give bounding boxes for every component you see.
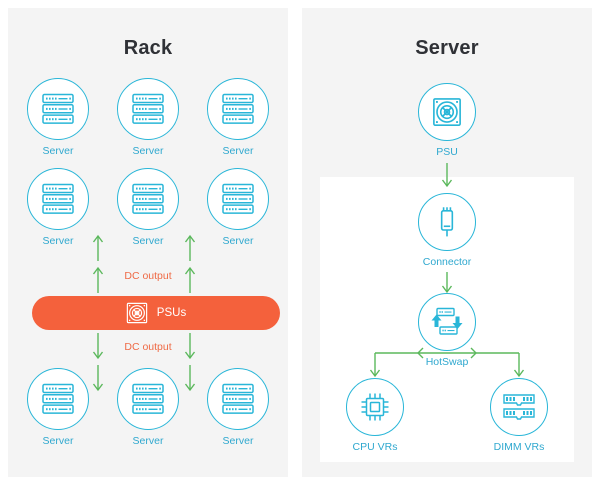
psu-circle <box>418 83 476 141</box>
server-circle <box>207 78 269 140</box>
dimm-circle <box>490 378 548 436</box>
server-rack-icon <box>42 383 74 414</box>
node-label: Server <box>132 435 164 447</box>
node-label: PSU <box>436 146 458 158</box>
rack-server-node[interactable]: Server <box>23 368 93 447</box>
server-circle <box>117 78 179 140</box>
server-panel: Server PSU <box>302 8 592 477</box>
server-rack-icon <box>222 383 254 414</box>
server-rack-icon <box>222 93 254 124</box>
rack-panel: Rack <box>8 8 288 477</box>
page-title-server: Server <box>415 37 479 59</box>
hotswap-icon <box>431 307 463 335</box>
server-node-hotswap[interactable]: HotSwap <box>405 293 489 368</box>
server-rack-icon <box>132 93 164 124</box>
dc-output-bottom-label: DC output <box>124 341 172 353</box>
rack-server-node[interactable]: Server <box>113 368 183 447</box>
node-label: Server <box>222 145 254 157</box>
connector-icon <box>440 207 454 237</box>
rack-server-node[interactable]: Server <box>113 168 183 247</box>
server-rack-icon <box>42 93 74 124</box>
cpu-circle <box>346 378 404 436</box>
rack-server-node[interactable]: Server <box>113 78 183 157</box>
node-label: Server <box>42 435 74 447</box>
server-rack-icon <box>132 183 164 214</box>
server-rack-icon <box>132 383 164 414</box>
node-label: Server <box>132 145 164 157</box>
server-circle <box>27 168 89 230</box>
server-circle <box>117 368 179 430</box>
server-circle <box>207 168 269 230</box>
server-node-psu[interactable]: PSU <box>405 83 489 158</box>
node-label: Server <box>132 235 164 247</box>
server-circle <box>207 368 269 430</box>
cpu-chip-icon <box>361 393 389 421</box>
psu-fan-icon <box>433 98 461 126</box>
node-label: DIMM VRs <box>493 441 545 453</box>
page-title-rack: Rack <box>123 37 173 59</box>
psus-bar[interactable]: PSUs <box>32 296 280 330</box>
server-circle <box>27 368 89 430</box>
psu-fan-icon <box>126 302 148 324</box>
hotswap-circle <box>418 293 476 351</box>
node-label: Server <box>42 235 74 247</box>
rack-server-node[interactable]: Server <box>203 78 273 157</box>
rack-server-node[interactable]: Server <box>203 368 273 447</box>
node-label: Server <box>42 145 74 157</box>
server-rack-icon <box>222 183 254 214</box>
server-circle <box>27 78 89 140</box>
rack-server-node[interactable]: Server <box>23 78 93 157</box>
rack-server-node[interactable]: Server <box>23 168 93 247</box>
connector-circle <box>418 193 476 251</box>
server-node-dimm-vrs[interactable]: DIMM VRs <box>477 378 561 453</box>
rack-server-node[interactable]: Server <box>203 168 273 247</box>
server-node-cpu-vrs[interactable]: CPU VRs <box>333 378 417 453</box>
node-label: HotSwap <box>425 356 469 368</box>
node-label: Server <box>222 435 254 447</box>
node-label: Connector <box>422 256 472 268</box>
server-node-connector[interactable]: Connector <box>405 193 489 268</box>
server-circle <box>117 168 179 230</box>
dimm-memory-icon <box>503 394 535 420</box>
psus-label: PSUs <box>156 307 187 319</box>
dc-output-top-label: DC output <box>124 270 172 282</box>
node-label: CPU VRs <box>352 441 398 453</box>
server-rack-icon <box>42 183 74 214</box>
node-label: Server <box>222 235 254 247</box>
